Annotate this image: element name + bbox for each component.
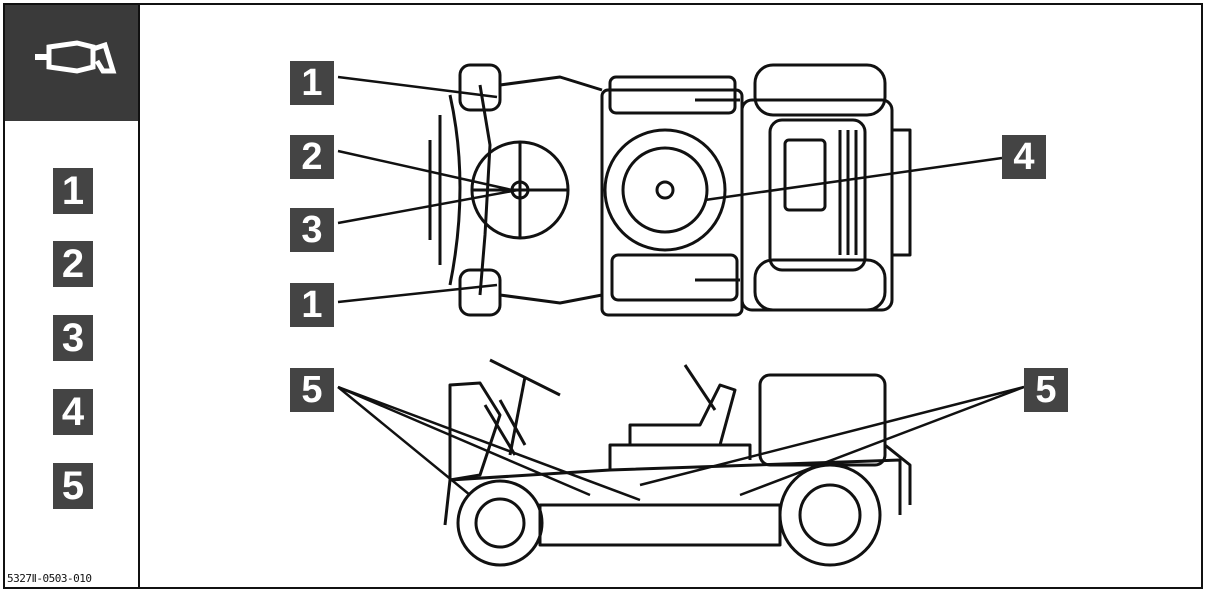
legend-item-5: 5 <box>53 463 93 509</box>
callout-3: 3 <box>290 208 334 252</box>
legend-item-1: 1 <box>53 168 93 214</box>
callout-1-bottom: 1 <box>290 283 334 327</box>
lubrication-header <box>5 5 138 121</box>
leader-lines <box>337 75 1025 502</box>
legend-sidebar: 1 2 3 4 5 5327Ⅱ-0503-010 <box>5 5 140 587</box>
mower-illustration <box>337 63 1025 567</box>
legend-item-2: 2 <box>53 241 93 287</box>
grease-gun-icon <box>35 40 117 74</box>
mower-diagram: 1 2 3 1 4 5 5 <box>140 5 1203 587</box>
document-code: 5327Ⅱ-0503-010 <box>7 572 92 585</box>
callout-2: 2 <box>290 135 334 179</box>
legend-item-3: 3 <box>53 315 93 361</box>
legend-item-4: 4 <box>53 389 93 435</box>
mower-side-view <box>443 358 912 567</box>
callout-4: 4 <box>1002 135 1046 179</box>
callout-5-left: 5 <box>290 368 334 412</box>
callout-5-right: 5 <box>1024 368 1068 412</box>
mower-top-view <box>428 63 912 317</box>
callout-1-top: 1 <box>290 61 334 105</box>
diagram-frame: 1 2 3 4 5 5327Ⅱ-0503-010 <box>3 3 1203 589</box>
